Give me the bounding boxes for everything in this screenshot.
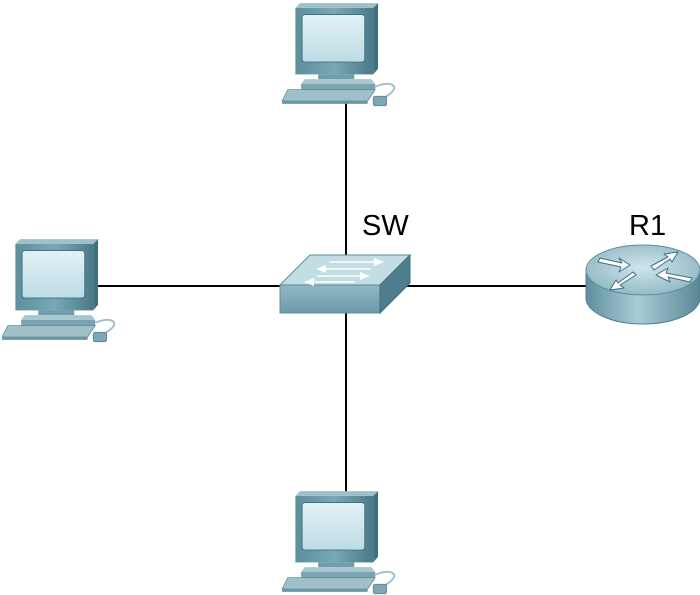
pc-bottom-icon[interactable] bbox=[281, 490, 396, 595]
router-label: R1 bbox=[629, 210, 666, 242]
switch-icon[interactable] bbox=[278, 253, 412, 315]
links bbox=[98, 98, 588, 495]
switch-label: SW bbox=[362, 210, 409, 242]
router-icon[interactable] bbox=[585, 244, 700, 325]
pc-left-icon[interactable] bbox=[1, 238, 116, 343]
pc-top-icon[interactable] bbox=[281, 2, 396, 107]
